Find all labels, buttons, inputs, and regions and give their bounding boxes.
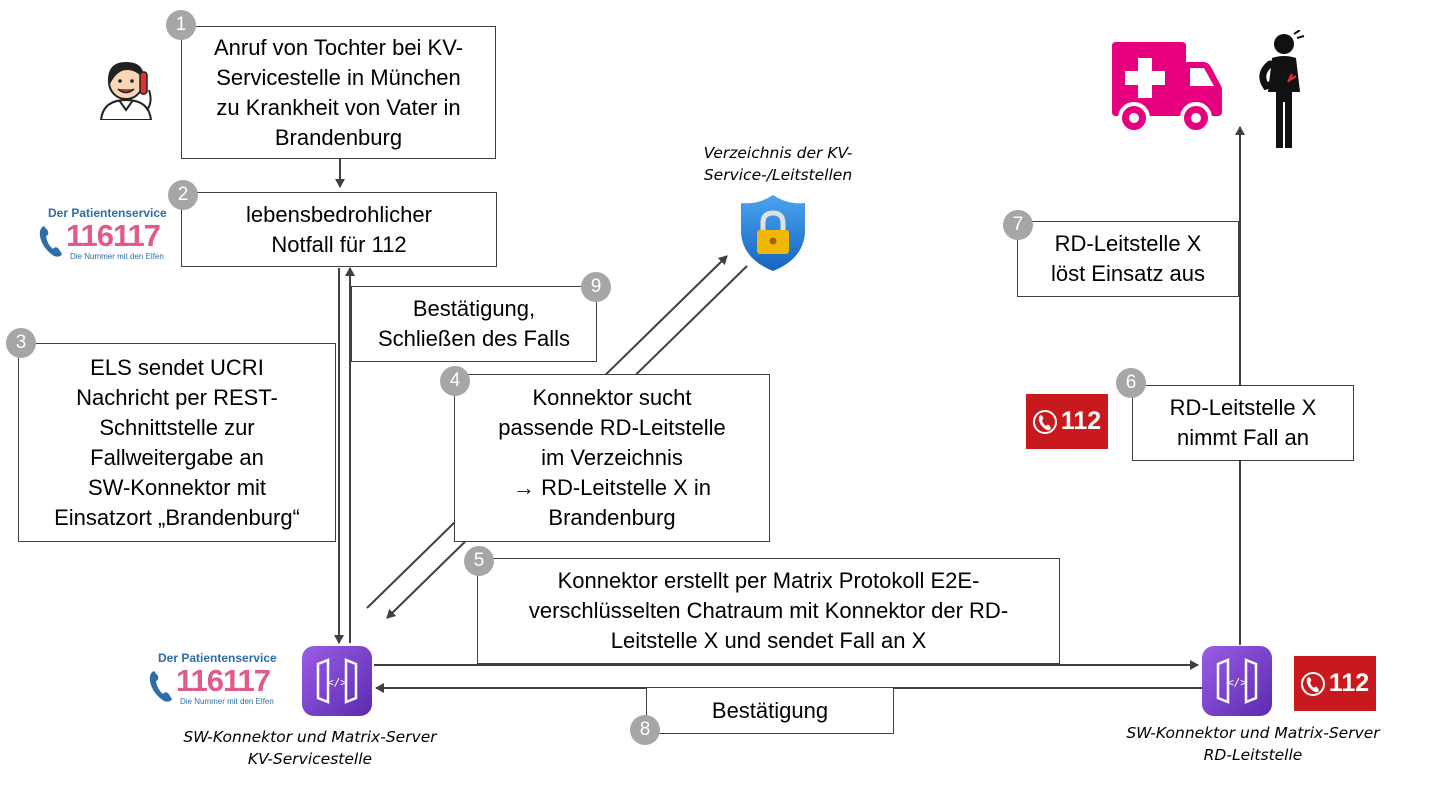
left-connector-caption: SW-Konnektor und Matrix-Server KV-Servic… [183,728,437,768]
step-6-number: 6 [1116,368,1146,398]
shield-lock-icon [741,195,805,271]
right-connector-caption: SW-Konnektor und Matrix-Server RD-Leitst… [1126,724,1380,764]
emergency-112-badge: 112 [1294,656,1376,711]
patientenservice-number: 116117 [176,663,271,698]
patientenservice-logo-top: Der Patientenservice 116117 Die Nummer m… [38,206,168,270]
step-6-box: RD-Leitstelle X nimmt Fall an [1132,385,1354,461]
step-7-number: 7 [1003,210,1033,240]
emergency-number: 112 [1328,669,1370,697]
connector-icon[interactable]: </> [302,646,372,716]
directory-caption: Verzeichnis der KV- Service-/Leitstellen [703,144,853,184]
step-3-box: ELS sendet UCRI Nachricht per REST- Schn… [18,343,336,542]
ambulance-icon [1112,42,1222,134]
step-5-box: Konnektor erstellt per Matrix Protokoll … [477,558,1060,664]
step-5-number: 5 [464,546,494,576]
emergency-number: 112 [1060,407,1102,435]
emergency-112-badge: 112 [1026,394,1108,449]
injured-person-icon [1259,30,1305,148]
svg-text:</>: </> [327,676,347,689]
phone-icon [149,671,172,702]
step-7-box: RD-Leitstelle X löst Einsatz aus [1017,221,1239,297]
step-1-box: Anruf von Tochter bei KV- Servicestelle … [181,26,496,159]
patientenservice-label: Der Patientenservice [158,651,277,665]
step-9-box: Bestätigung, Schließen des Falls [351,286,597,362]
connector-icon[interactable]: </> [1202,646,1272,716]
phone-icon [39,226,62,257]
step-8-box: Bestätigung [646,688,894,734]
patientenservice-logo-bottom: Der Patientenservice 116117 Die Nummer m… [148,651,278,715]
patientenservice-label: Der Patientenservice [48,206,167,220]
step-4-box: Konnektor sucht passende RD-Leitstelle i… [454,374,770,542]
step-2-number: 2 [168,180,198,210]
patientenservice-slogan: Die Nummer mit den Elfen [70,252,164,261]
phone-icon [1300,671,1325,696]
step-9-number: 9 [581,272,611,302]
phone-icon [1032,409,1057,434]
patientenservice-number: 116117 [66,218,161,253]
step-1-number: 1 [166,10,196,40]
step-8-number: 8 [630,715,660,745]
svg-text:</>: </> [1227,676,1247,689]
step-2-box: lebensbedrohlicher Notfall für 112 [181,192,497,267]
step-4-number: 4 [440,366,470,396]
step-3-number: 3 [6,328,36,358]
patientenservice-slogan: Die Nummer mit den Elfen [180,697,274,706]
woman-phone-icon [99,62,153,120]
